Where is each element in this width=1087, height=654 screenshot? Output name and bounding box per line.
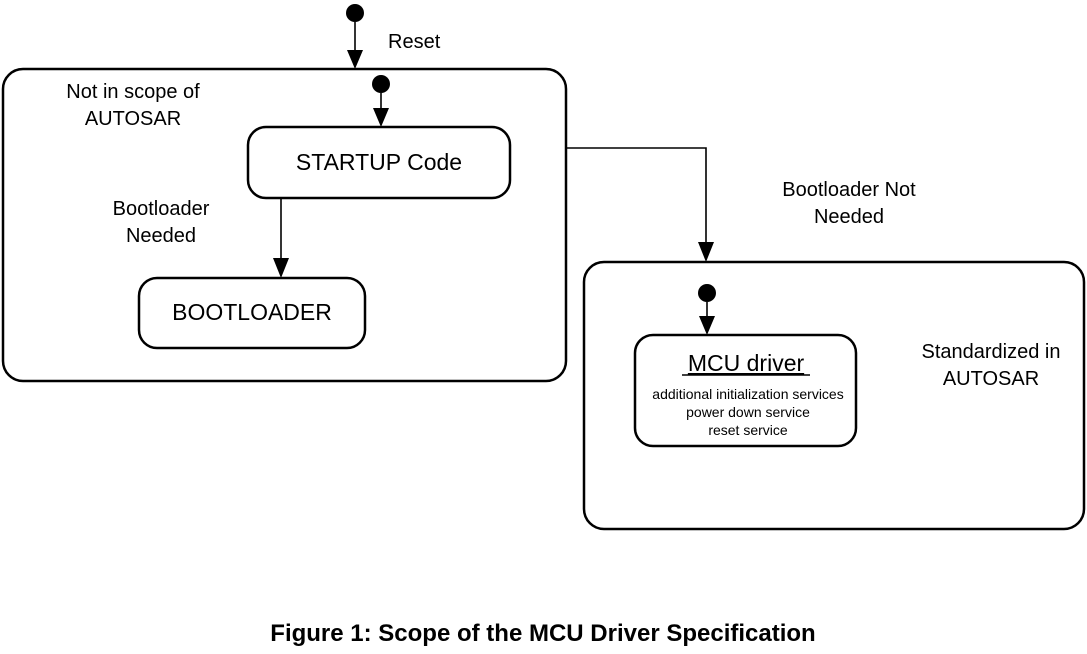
bootloader-not-needed-transition-line bbox=[566, 147, 707, 244]
figure-caption: Figure 1: Scope of the MCU Driver Specif… bbox=[270, 620, 815, 647]
bootloader-not-needed-label-line1: Bootloader Not bbox=[782, 179, 916, 201]
mcu-service-item: additional initialization services bbox=[652, 386, 843, 402]
mcu-initial-arrowhead bbox=[699, 316, 715, 335]
bootloader-not-needed-label-line2: Needed bbox=[814, 206, 884, 228]
initial-state-dot-inner bbox=[372, 75, 390, 93]
bootloader-needed-arrowhead bbox=[273, 258, 289, 278]
bootloader-state bbox=[137, 276, 367, 350]
standardized-label-line2: AUTOSAR bbox=[943, 368, 1039, 390]
standardized-label-line1: Standardized in bbox=[922, 341, 1061, 363]
mcu-service-item: power down service bbox=[686, 404, 810, 420]
mcu-service-item: reset service bbox=[708, 422, 788, 438]
not-in-scope-label-line2: AUTOSAR bbox=[85, 108, 181, 130]
mcu-driver-state bbox=[633, 333, 858, 448]
initial-state-dot-right bbox=[698, 284, 716, 302]
startup-code-label: STARTUP Code bbox=[296, 149, 462, 175]
startup-code-state bbox=[246, 125, 512, 200]
reset-label: Reset bbox=[388, 31, 441, 53]
initial-state-dot-top bbox=[346, 4, 364, 22]
bootloader-needed-label-line2: Needed bbox=[126, 225, 196, 247]
not-in-scope-label-line1: Not in scope of bbox=[66, 81, 200, 103]
bootloader-not-needed-arrowhead bbox=[698, 242, 714, 262]
inner-initial-arrowhead bbox=[373, 108, 389, 127]
bootloader-needed-label-line1: Bootloader bbox=[113, 198, 210, 220]
mcu-driver-title: MCU driver bbox=[688, 350, 805, 376]
bootloader-label: BOOTLOADER bbox=[172, 299, 332, 325]
reset-arrowhead bbox=[347, 50, 363, 69]
